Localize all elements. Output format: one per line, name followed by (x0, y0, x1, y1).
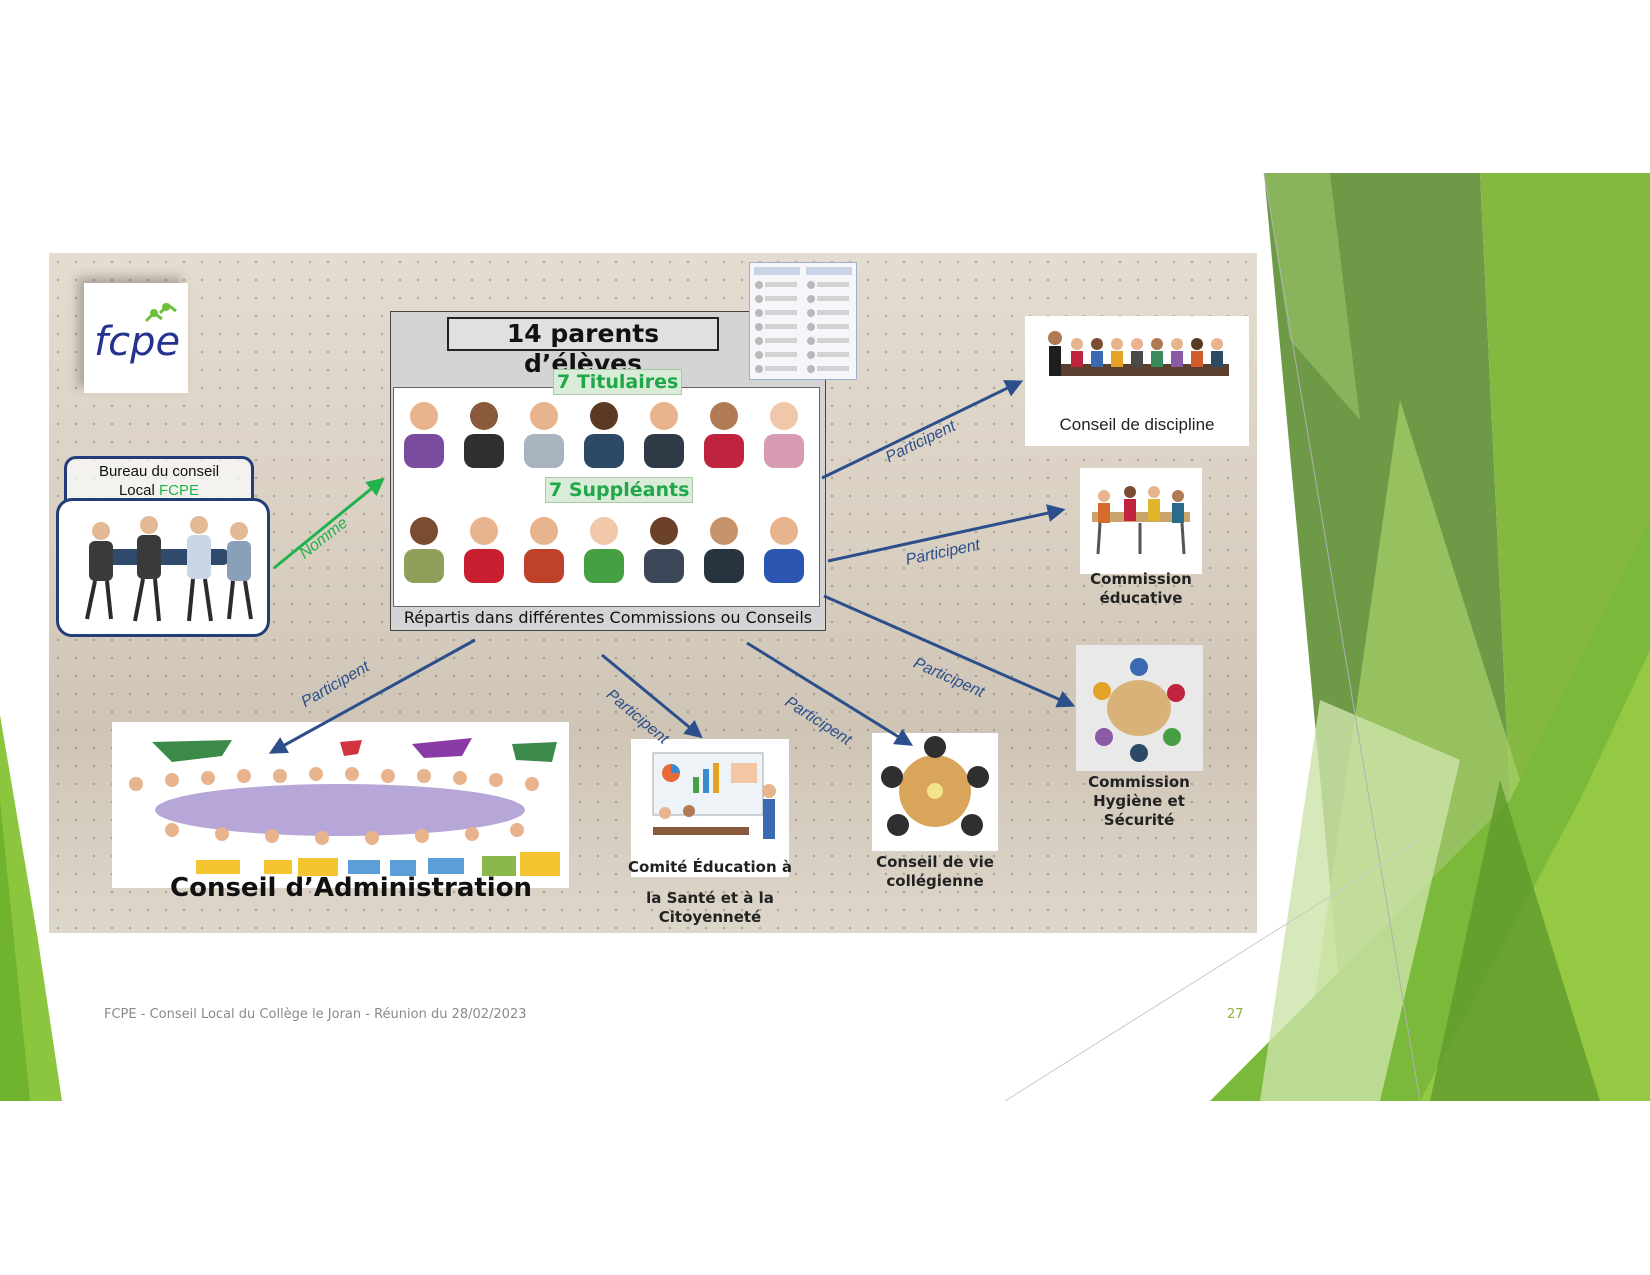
arrow-hygiene (823, 594, 1076, 708)
bureau-meeting-illustration (56, 498, 270, 637)
conseil-discipline-card (1025, 316, 1249, 446)
fcpe-logo: fcpe (84, 283, 188, 393)
conseil-vie-card (872, 733, 998, 851)
arrow-discipline (821, 380, 1024, 480)
arrow-educative (827, 504, 1066, 563)
conseil-vie-label: Conseil de vie collégienne (876, 853, 994, 890)
parents-roster-thumbnail (749, 262, 857, 380)
bureau-label-prefix: Local (118, 482, 159, 499)
comite-sante-label-line2: la Santé et à la Citoyenneté (646, 889, 774, 926)
bureau-label: Bureau du conseil Local FCPE (64, 456, 254, 500)
bureau-label-brand: FCPE (159, 482, 200, 499)
conseil-administration-label: Conseil d’Administration (170, 873, 533, 903)
titulaires-portraits (404, 402, 804, 468)
commission-hygiene-label: Commission Hygiène et Sécurité (1088, 773, 1190, 829)
suppleants-label: 7 Suppléants (545, 477, 694, 503)
conseil-discipline-label: Conseil de discipline (1059, 415, 1215, 434)
parents-footer-text: Répartis dans différentes Commissions ou… (403, 608, 813, 627)
commission-educative-label: Commission éducative (1090, 570, 1192, 607)
slide-footer: FCPE - Conseil Local du Collège le Joran… (104, 1007, 527, 1022)
fcpe-logo-mark: fcpe (94, 303, 180, 365)
comite-sante-label-line1: Comité Éducation à (628, 858, 792, 876)
arrow-vie (746, 641, 914, 746)
commission-hygiene-card (1076, 645, 1203, 771)
arrow-administration (268, 638, 476, 754)
arrow-sante (601, 653, 703, 739)
parents-portraits (393, 387, 820, 607)
titulaires-label: 7 Titulaires (553, 369, 683, 395)
svg-text:fcpe: fcpe (94, 319, 180, 365)
conseil-administration-card (112, 722, 569, 888)
page-number: 27 (1227, 1007, 1244, 1022)
bureau-label-line1: Bureau du conseil (98, 463, 220, 480)
arrow-nomme (273, 477, 385, 570)
commission-educative-card (1080, 468, 1202, 574)
comite-sante-card (631, 739, 789, 877)
suppleants-portraits (404, 517, 804, 583)
